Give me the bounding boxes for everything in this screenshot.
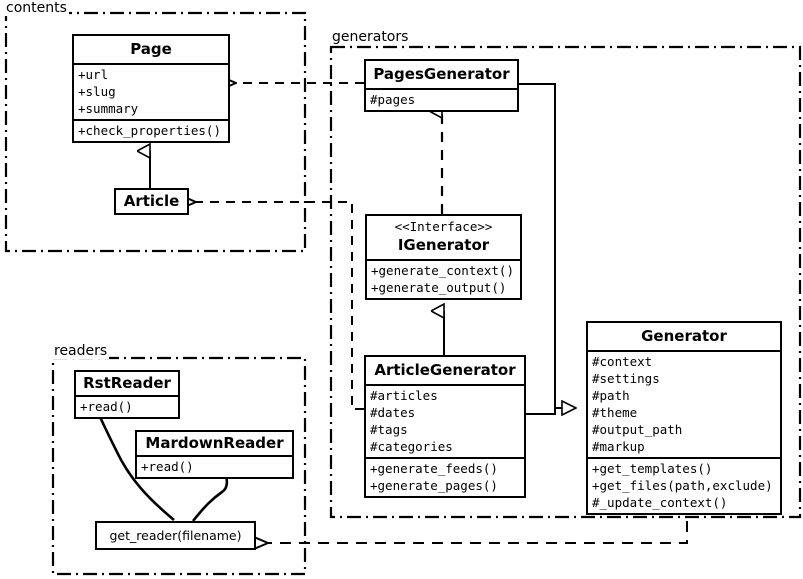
rel-articlegenerator-extends-generator xyxy=(526,408,556,415)
rel-articlegenerator-depends-article xyxy=(181,195,364,410)
operation: +get_files(path,exclude) xyxy=(592,478,773,493)
attribute: #theme xyxy=(592,405,638,420)
package-label-contents: contents xyxy=(4,0,69,16)
class-page-operations: +check_properties() xyxy=(74,119,228,141)
class-page[interactable]: Page +url +slug +summary +check_properti… xyxy=(72,34,230,143)
class-mardown-reader[interactable]: MardownReader +read() xyxy=(135,430,294,479)
class-article[interactable]: Article xyxy=(114,188,189,215)
attribute: #pages xyxy=(370,92,416,107)
attribute: #categories xyxy=(370,439,453,454)
class-generator-name: Generator xyxy=(641,327,727,345)
attribute: +url xyxy=(78,67,109,82)
attribute: #dates xyxy=(370,405,416,420)
class-igenerator-operations: +generate_context() +generate_output() xyxy=(367,259,520,298)
class-mardown-reader-name: MardownReader xyxy=(145,434,284,452)
class-article-generator-attributes: #articles #dates #tags #categories xyxy=(366,384,524,457)
class-igenerator[interactable]: <<Interface>> IGenerator +generate_conte… xyxy=(365,214,522,300)
operation: +generate_feeds() xyxy=(370,461,498,476)
operation: +read() xyxy=(141,459,194,474)
package-frame-readers xyxy=(51,356,307,576)
attribute: #tags xyxy=(370,422,408,437)
class-generator-operations: +get_templates() +get_files(path,exclude… xyxy=(588,457,780,513)
class-rst-reader-operations: +read() xyxy=(76,395,178,417)
rel-generator-depends-get-reader xyxy=(253,502,688,550)
operation: +generate_pages() xyxy=(370,478,498,493)
package-frame-contents xyxy=(4,11,307,253)
class-generator-attributes: #context #settings #path #theme #output_… xyxy=(588,350,780,457)
rel-get-reader-returns-rstreader xyxy=(99,414,175,521)
operation: +check_properties() xyxy=(78,123,221,138)
attribute: #path xyxy=(592,388,630,403)
class-article-generator-name: ArticleGenerator xyxy=(374,361,516,379)
attribute: #articles xyxy=(370,388,438,403)
class-pages-generator[interactable]: PagesGenerator #pages xyxy=(364,59,519,112)
class-generator[interactable]: Generator #context #settings #path #them… xyxy=(586,321,782,515)
class-pages-generator-attributes: #pages xyxy=(366,88,517,110)
operation: +generate_output() xyxy=(371,280,507,295)
attribute: +summary xyxy=(78,101,139,116)
operation: #_update_context() xyxy=(592,495,728,510)
class-page-name: Page xyxy=(130,40,172,58)
function-get-reader[interactable]: get_reader(filename) xyxy=(95,521,256,550)
class-article-generator[interactable]: ArticleGenerator #articles #dates #tags … xyxy=(364,355,526,498)
package-frame-generators xyxy=(329,45,802,519)
class-igenerator-name: IGenerator xyxy=(397,236,490,254)
operation: +generate_context() xyxy=(371,263,514,278)
class-pages-generator-name: PagesGenerator xyxy=(373,65,510,83)
package-label-readers: readers xyxy=(52,343,110,359)
class-article-name: Article xyxy=(123,192,180,210)
class-mardown-reader-operations: +read() xyxy=(137,455,292,477)
class-page-attributes: +url +slug +summary xyxy=(74,63,228,119)
class-article-generator-operations: +generate_feeds() +generate_pages() xyxy=(366,457,524,496)
function-get-reader-name: get_reader(filename) xyxy=(109,528,242,543)
class-igenerator-header: <<Interface>> IGenerator xyxy=(367,216,520,259)
operation: +get_templates() xyxy=(592,461,713,476)
attribute: +slug xyxy=(78,84,116,99)
attribute: #settings xyxy=(592,371,660,386)
class-rst-reader[interactable]: RstReader +read() xyxy=(74,370,180,419)
class-igenerator-stereotype: <<Interface>> xyxy=(394,219,493,234)
attribute: #context xyxy=(592,354,653,369)
rel-pagesgenerator-extends-generator xyxy=(519,83,576,408)
package-label-generators: generators xyxy=(330,29,411,45)
attribute: #output_path xyxy=(592,422,683,437)
class-rst-reader-name: RstReader xyxy=(83,374,171,392)
attribute: #markup xyxy=(592,439,645,454)
operation: +read() xyxy=(80,399,133,414)
